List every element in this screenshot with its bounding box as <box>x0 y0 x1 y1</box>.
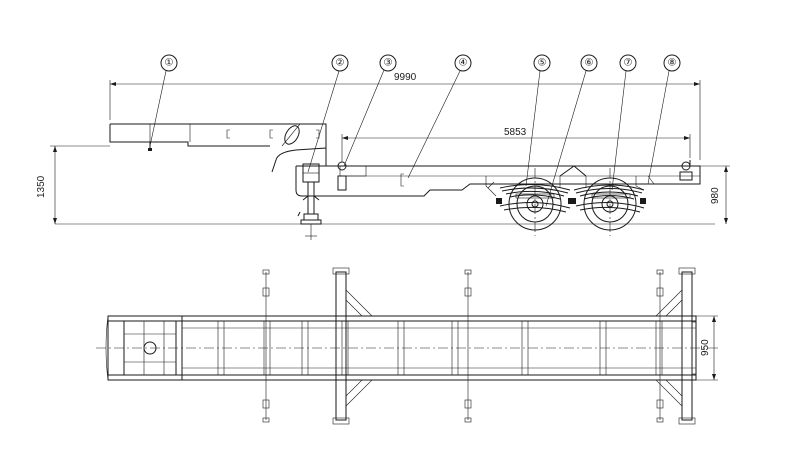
svg-text:③: ③ <box>384 58 393 69</box>
king-pin-head <box>148 148 152 151</box>
frame-plate <box>339 165 367 177</box>
bracket-mark <box>269 129 273 139</box>
main-frame-outline <box>296 124 701 197</box>
frame-width-label: 950 <box>700 339 711 356</box>
bracket-mark <box>400 173 404 187</box>
frame-width-dimension <box>696 315 718 381</box>
deck-height-label: 980 <box>710 187 721 204</box>
top-view: 950 <box>96 267 720 425</box>
front-nose <box>105 315 109 381</box>
bed-length-dimension <box>341 134 691 162</box>
frame-bracket <box>337 175 347 191</box>
gooseneck-lower-edge <box>109 124 270 147</box>
bracket-mark <box>226 129 230 139</box>
svg-text:⑦: ⑦ <box>624 58 633 69</box>
neck-drop <box>295 166 340 197</box>
callout-1: ① <box>149 54 178 147</box>
rear-axle-wheel-2 <box>583 168 637 236</box>
gooseneck-brace <box>281 123 301 147</box>
overall-length-dimension <box>109 80 701 160</box>
callout-5: ⑤ <box>525 54 551 187</box>
svg-text:②: ② <box>336 58 345 69</box>
svg-text:⑧: ⑧ <box>668 58 677 69</box>
bracket-mark <box>316 129 320 139</box>
callout-7: ⑦ <box>611 54 637 191</box>
svg-text:①: ① <box>165 58 174 69</box>
callout-8: ⑧ <box>647 54 681 185</box>
svg-text:⑤: ⑤ <box>538 58 547 69</box>
callout-2: ② <box>307 54 349 173</box>
gooseneck-height-dimension <box>50 145 110 224</box>
outrigger-beams <box>262 267 696 425</box>
gooseneck-height-label: 1350 <box>36 175 47 198</box>
callout-3: ③ <box>343 54 397 167</box>
rear-light-box <box>679 171 693 181</box>
deck-height-dimension <box>700 165 730 224</box>
callout-6: ⑥ <box>545 54 598 207</box>
svg-text:⑥: ⑥ <box>585 58 594 69</box>
side-view: 9990 5853 1350 980 <box>36 54 730 240</box>
callout-4: ④ <box>407 54 472 179</box>
gooseneck-outline <box>110 123 327 173</box>
leaf-spring <box>573 184 645 191</box>
rear-fitting <box>691 315 697 323</box>
rear-fitting <box>691 373 697 381</box>
overall-length-label: 9990 <box>394 72 417 83</box>
landing-gear <box>297 163 322 240</box>
svg-text:④: ④ <box>459 58 468 69</box>
suspension <box>485 165 655 213</box>
rear-axle-wheel-1 <box>508 168 562 236</box>
leaf-spring <box>499 183 571 191</box>
bed-length-label: 5853 <box>504 127 527 138</box>
gooseneck-cutout <box>284 125 300 145</box>
